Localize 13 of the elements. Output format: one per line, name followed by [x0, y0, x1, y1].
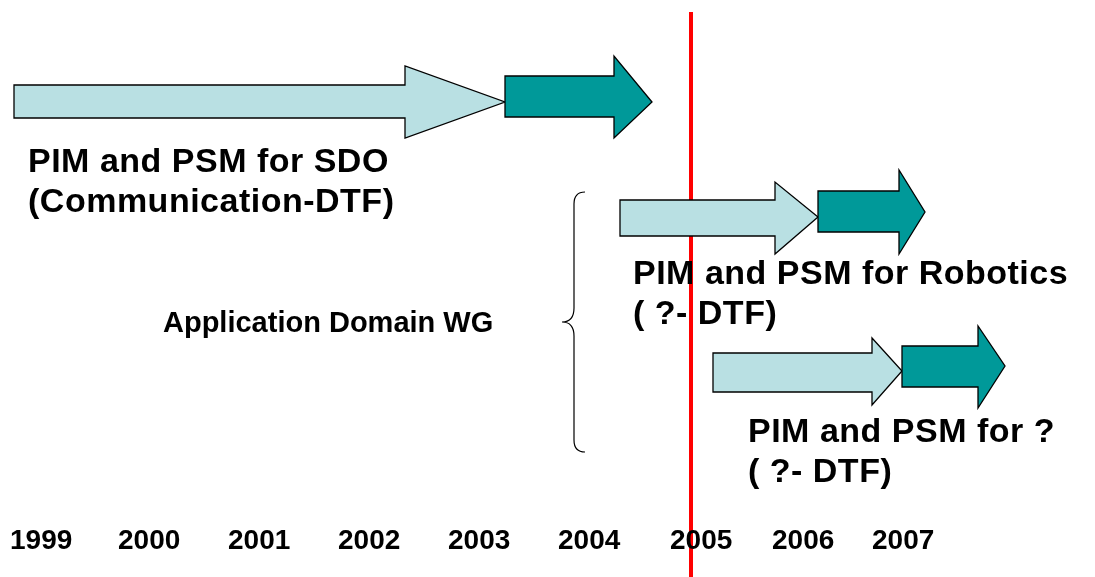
timeline-arrow [12, 54, 654, 140]
year-label: 2006 [772, 524, 835, 556]
year-label: 1999 [10, 524, 73, 556]
group-label: Application Domain WG [163, 306, 494, 339]
timeline-arrow [618, 168, 928, 256]
year-label: 2000 [118, 524, 181, 556]
arrow-caption: PIM and PSM for SDO (Communication-DTF) [28, 140, 396, 221]
arrow-caption: PIM and PSM for ? ( ?- DTF) [748, 410, 1056, 491]
year-label: 2007 [872, 524, 935, 556]
year-label: 2001 [228, 524, 291, 556]
year-label: 2002 [338, 524, 401, 556]
year-label: 2003 [448, 524, 511, 556]
year-label: 2004 [558, 524, 621, 556]
